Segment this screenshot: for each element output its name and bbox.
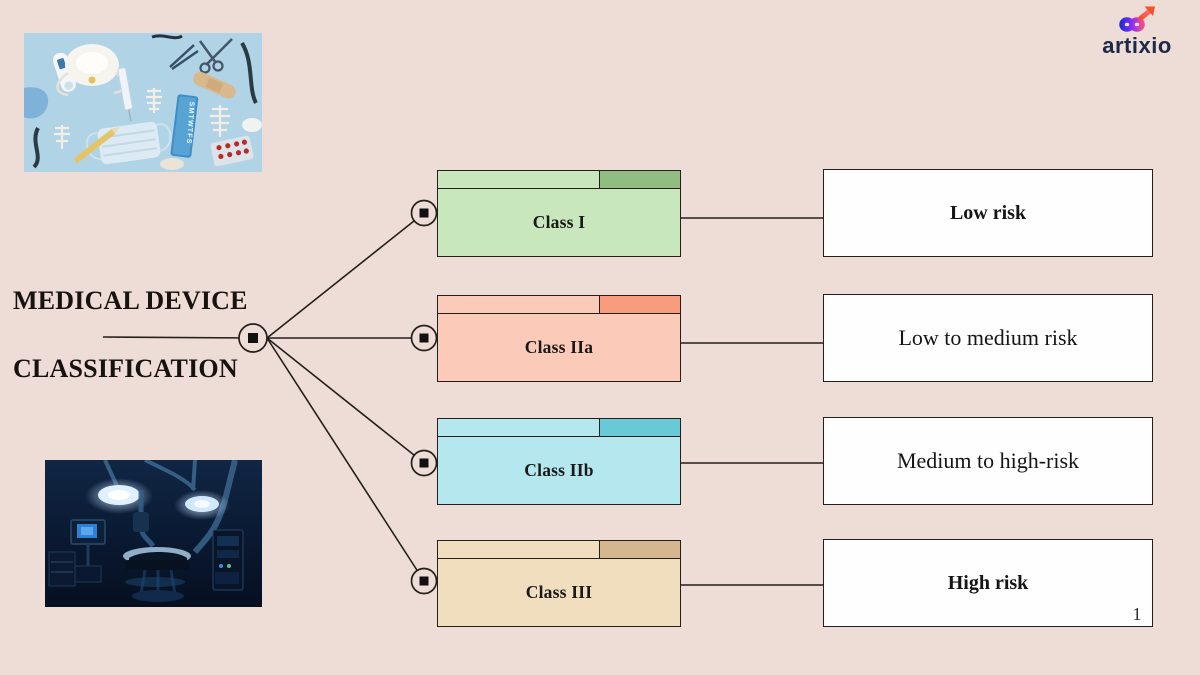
artixio-logo-icon [1119,6,1155,32]
medical-devices-photo: SMTWTFS [24,33,262,172]
class-box-header [438,171,680,189]
class-box-header [438,296,680,314]
root-stem-line [102,336,254,339]
child-node-icon-class-iib [410,449,438,477]
class-box-header-tab [598,171,680,188]
branch-line-class-iib [266,337,425,464]
class-box-class-iii: Class III [437,540,681,627]
class-label: Class I [532,212,586,232]
risk-box-low: Low risk [823,169,1153,257]
pill-organizer-letters: SMTWTFS [185,101,195,144]
logo-wordmark: artixio [1102,33,1172,58]
child-node-icon-class-i [410,199,438,227]
medical-devices-photo-art: SMTWTFS [24,33,262,172]
operating-room-photo-art [45,460,262,607]
branch-line-class-i [266,212,425,339]
class-label: Class III [525,582,593,602]
class-box-header [438,419,680,437]
operating-room-photo [45,460,262,607]
class-box-header-tab [598,419,680,436]
branch-line-class-iii [266,337,425,582]
risk-box-medium-to-high: Medium to high-risk [823,417,1153,505]
class-label: Class IIb [524,460,594,480]
child-node-icon-class-iii [410,567,438,595]
class-label: Class IIa [524,337,594,357]
class-box-class-iia: Class IIa [437,295,681,382]
risk-box-low-to-medium: Low to medium risk [823,294,1153,382]
child-node-icon-class-iia [410,324,438,352]
class-box-class-iib: Class IIb [437,418,681,505]
slide-title-line-2: CLASSIFICATION [13,354,238,383]
class-box-header-tab [598,296,680,313]
artixio-logo: artixio [1091,5,1183,57]
page-number: 1 [1132,604,1142,624]
class-box-header [438,541,680,559]
root-node-icon [238,323,268,353]
slide-title-line-1: MEDICAL DEVICE [13,286,248,315]
class-box-class-i: Class I [437,170,681,257]
class-box-header-tab [598,541,680,558]
risk-box-high: High risk [823,539,1153,627]
